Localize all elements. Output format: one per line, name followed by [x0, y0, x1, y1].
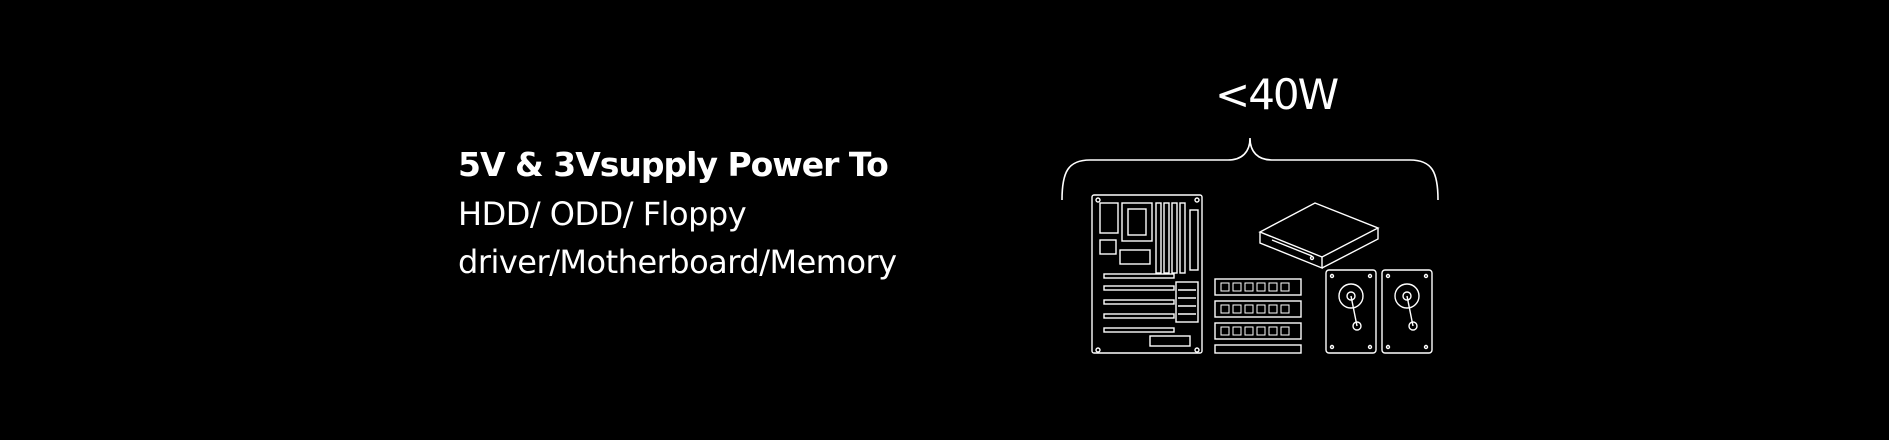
component-list-line-2: driver/Motherboard/Memory: [458, 243, 897, 281]
motherboard-icon: [1091, 194, 1203, 354]
hard-drive-icon: [1381, 269, 1433, 354]
hard-drive-icon: [1325, 269, 1377, 354]
memory-modules-icon: [1214, 278, 1302, 354]
components-illustration: [1061, 137, 1439, 354]
component-list-line-1: HDD/ ODD/ Floppy: [458, 195, 747, 233]
optical-drive-icon: [1258, 202, 1380, 270]
brace: [1061, 137, 1439, 201]
description-block: 5V & 3Vsupply Power To HDD/ ODD/ Floppy …: [458, 140, 978, 286]
power-label: <40W: [1215, 70, 1339, 119]
heading: 5V & 3Vsupply Power To: [458, 145, 889, 184]
